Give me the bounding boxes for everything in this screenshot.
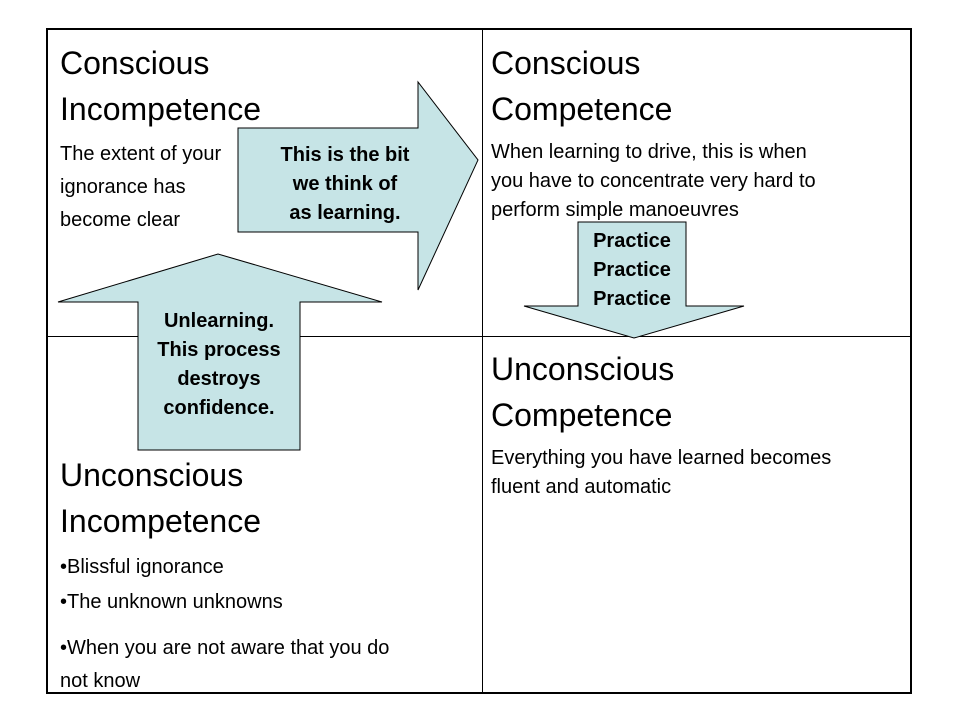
horizontal-divider <box>48 336 910 337</box>
quadrant-title-line1: Conscious <box>60 45 210 81</box>
quadrant-text-line: you have to concentrate very hard to <box>491 170 816 192</box>
quadrant-conscious-incompetence: Conscious Incompetence The extent of you… <box>60 40 470 237</box>
quadrant-conscious-competence: Conscious Competence When learning to dr… <box>491 40 906 225</box>
quadrant-unconscious-incompetence: Unconscious Incompetence •Blissful ignor… <box>60 452 470 698</box>
quadrant-text-line: The extent of your <box>60 143 222 165</box>
four-stages-grid: Conscious Incompetence The extent of you… <box>46 28 912 694</box>
quadrant-unconscious-competence: Unconscious Competence Everything you ha… <box>491 346 906 502</box>
quadrant-title-line2: Incompetence <box>60 91 262 127</box>
quadrant-title-line2: Competence <box>491 397 673 433</box>
vertical-divider <box>482 30 483 692</box>
quadrant-title-line1: Unconscious <box>60 457 244 493</box>
quadrant-text-line: Everything you have learned becomes <box>491 447 832 469</box>
bullet-item-continuation: not know <box>60 670 141 692</box>
quadrant-text-line: become clear <box>60 209 181 231</box>
quadrant-title-line1: Conscious <box>491 45 641 81</box>
quadrant-text-line: fluent and automatic <box>491 476 672 498</box>
quadrant-text-line: ignorance has <box>60 176 186 198</box>
quadrant-title-line2: Incompetence <box>60 503 262 539</box>
quadrant-text-line: perform simple manoeuvres <box>491 199 739 221</box>
bullet-item: •Blissful ignorance <box>60 556 224 578</box>
bullet-item: •When you are not aware that you do <box>60 637 390 659</box>
quadrant-title-line2: Competence <box>491 91 673 127</box>
quadrant-text-line: When learning to drive, this is when <box>491 141 807 163</box>
quadrant-title-line1: Unconscious <box>491 351 675 387</box>
bullet-item: •The unknown unknowns <box>60 591 283 613</box>
